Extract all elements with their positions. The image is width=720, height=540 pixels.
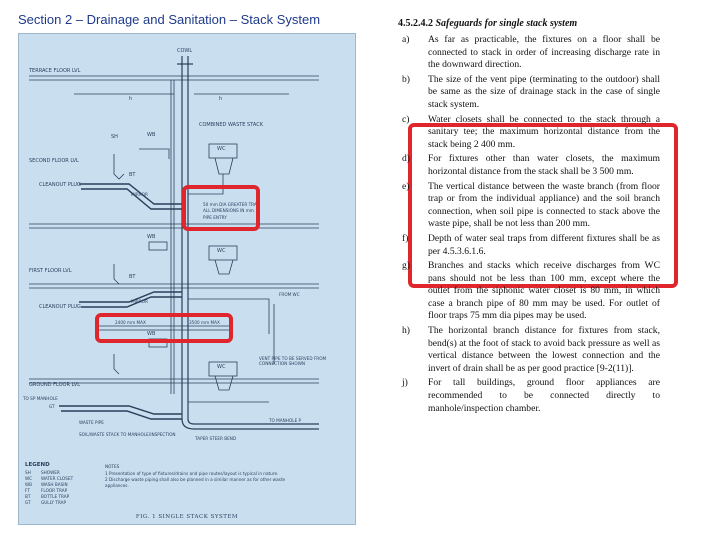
sh-label: SH — [111, 134, 118, 140]
list-item: h)The horizontal branch distance for fix… — [402, 325, 660, 374]
fr-note-label: 50 mm DIA GREATER TRAP — [203, 202, 260, 207]
heading-title: Safeguards for single stack system — [435, 18, 578, 29]
heading-number: 4.5.2.4.2 — [398, 18, 433, 29]
h-label-1: h — [129, 96, 133, 102]
gt-label: GT — [49, 404, 55, 409]
cleanout-plug-label-1: CLEANOUT PLUG — [39, 182, 81, 188]
document-heading: 4.5.2.4.2 Safeguards for single stack sy… — [398, 18, 660, 29]
wc-label-2: WC — [217, 248, 226, 254]
safeguards-document: 4.5.2.4.2 Safeguards for single stack sy… — [398, 18, 660, 417]
to-manhole-label: TO SP MANHOLE — [23, 396, 58, 401]
list-item: a)As far as practicable, the fixtures on… — [402, 34, 660, 71]
mirror-label-2: MIRROR — [131, 299, 148, 304]
list-item: c)Water closets shall be connected to th… — [402, 113, 660, 150]
combined-stack-label: COMBINED WASTE STACK — [199, 122, 263, 128]
notes-title: NOTES — [105, 464, 120, 469]
note-line-1: 1 Presentation of type of fixtures/drain… — [105, 471, 279, 476]
cleanout-plug-label-2: CLEANOUT PLUG — [39, 304, 81, 310]
highlight-box-safeguards — [408, 123, 678, 288]
wc-label-3: WC — [217, 364, 226, 370]
dim-label-2: 3500 mm MAX — [189, 320, 220, 325]
pipe-entry-label: PIPE ENTRY — [203, 215, 227, 220]
highlight-box-pipe-entry — [182, 185, 260, 231]
h-label-2: h — [219, 96, 223, 102]
wb-label-2: WB — [147, 234, 156, 240]
bt-label-1: BT — [129, 172, 136, 178]
second-floor-label: SECOND FLOOR LVL — [29, 158, 79, 164]
list-item: b)The size of the vent pipe (terminating… — [402, 73, 660, 110]
note-line-3: appliances. — [105, 483, 129, 488]
first-floor-label: FIRST FLOOR LVL — [29, 268, 72, 274]
ft-note-label: ALL DIMENSIONS IN mm — [203, 208, 254, 213]
vent-note-label: VENT PIPE TO BE SERVED FROM CONNECTION S… — [259, 356, 327, 366]
slide-title: Section 2 – Drainage and Sanitation – St… — [18, 12, 321, 27]
stack-diagram-drawing — [29, 56, 319, 430]
bt-label-2: BT — [129, 274, 136, 280]
taper-label: TAPER STEER BEND — [195, 436, 237, 441]
to-manhole-label-2: TO MANHOLE P — [269, 418, 302, 423]
list-item: g)Branches and stacks which receive disc… — [402, 260, 660, 322]
wb-label-1: WB — [147, 132, 156, 138]
mirror-label-1: MIRROR — [131, 192, 148, 197]
highlight-box-dimension — [95, 313, 233, 343]
list-item: j)For tall buildings, ground floor appli… — [402, 377, 660, 414]
note-line-2: 2 Discharge waste piping shall also be p… — [105, 477, 286, 482]
dim-label-1: 2400 mm MAX — [115, 320, 146, 325]
ground-floor-label: GROUND FLOOR LVL — [29, 382, 80, 388]
figure-caption: FIG. 1 SINGLE STACK SYSTEM — [135, 514, 239, 520]
list-item: d)For fixtures other than water closets,… — [402, 153, 660, 177]
legend-title: LEGEND — [25, 462, 50, 468]
wc-label-1: WC — [217, 146, 226, 152]
list-item: f)Depth of water seal traps from differe… — [402, 232, 660, 257]
wb-label-3: WB — [147, 331, 156, 337]
from-wc-label: FROM WC — [279, 292, 300, 297]
soil-stack-label: SOIL/WASTE STACK TO MANHOLE/INSPECTION — [79, 432, 176, 437]
terrace-floor-label: TERRACE FLOOR LVL — [29, 68, 81, 74]
stack-system-figure: COWL TERRACE FLOOR LVL h h COMBINED WAST… — [18, 33, 356, 525]
waste-pipe-label: WASTE PIPE — [79, 420, 104, 425]
list-item: e)The vertical distance between the wast… — [402, 180, 660, 230]
cowl-label: COWL — [177, 48, 193, 54]
